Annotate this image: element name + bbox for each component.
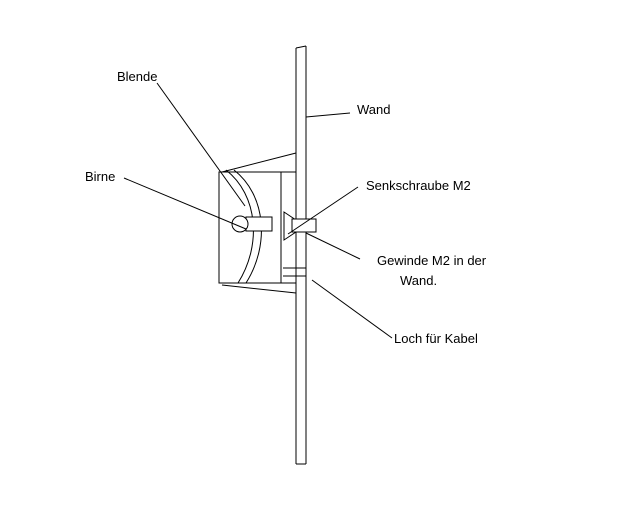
- leader-birne: [123, 177, 247, 230]
- labels: Blende Birne Wand Senkschraube M2 Gewind…: [85, 69, 487, 346]
- leader-wand: [305, 112, 351, 118]
- label-loch: Loch für Kabel: [394, 331, 478, 346]
- countersunk-screw: [283, 211, 317, 241]
- leader-lines: [123, 82, 393, 339]
- wall-top-edge: [295, 45, 307, 49]
- label-gewinde-line2: Wand.: [400, 273, 437, 288]
- label-gewinde-line1: Gewinde M2 in der: [377, 253, 487, 268]
- leader-blende: [156, 82, 246, 207]
- label-wand: Wand: [357, 102, 390, 117]
- screw-shaft: [291, 218, 317, 233]
- leader-loch: [311, 279, 393, 339]
- label-blende: Blende: [117, 69, 157, 84]
- bulb: [231, 215, 273, 233]
- bulb-socket: [245, 216, 273, 232]
- housing-bottom-slope: [221, 284, 297, 294]
- label-birne: Birne: [85, 169, 115, 184]
- leader-senkschraube: [287, 186, 359, 235]
- wall: [295, 45, 307, 465]
- housing-top-slope: [221, 152, 297, 173]
- label-senkschraube: Senkschraube M2: [366, 178, 471, 193]
- leader-gewinde: [305, 232, 361, 260]
